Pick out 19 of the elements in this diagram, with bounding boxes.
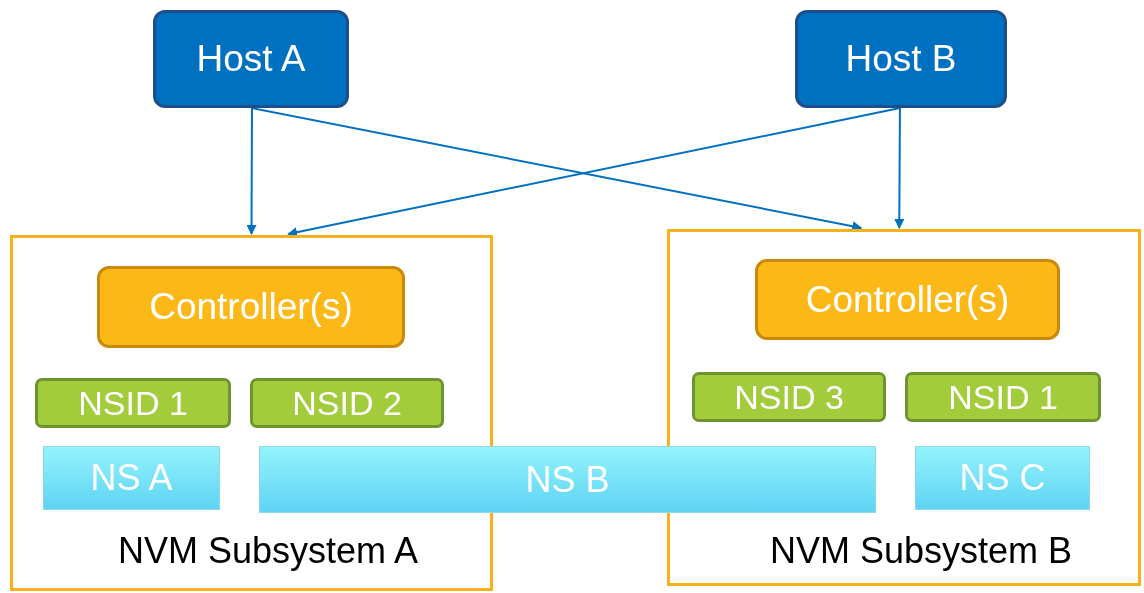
nsid-box: NSID 1 xyxy=(905,372,1101,422)
subsystem-label: NVM Subsystem B xyxy=(770,530,1073,572)
controller-box: Controller(s) xyxy=(97,266,405,348)
nsid-box: NSID 3 xyxy=(692,372,886,422)
nsid-box: NSID 2 xyxy=(250,378,444,428)
arrow xyxy=(894,107,905,229)
host-box: Host A xyxy=(153,10,349,108)
nsid-box: NSID 1 xyxy=(35,378,231,428)
namespace-bar: NS B xyxy=(259,446,876,513)
subsystem-frame xyxy=(667,229,1141,586)
subsystem-frame xyxy=(10,235,493,591)
controller-box: Controller(s) xyxy=(755,259,1060,340)
host-box: Host B xyxy=(795,10,1007,108)
arrow xyxy=(246,107,257,235)
namespace-bar: NS C xyxy=(915,446,1090,510)
arrow xyxy=(287,107,901,238)
arrow xyxy=(251,107,863,232)
subsystem-label: NVM Subsystem A xyxy=(118,530,419,572)
namespace-bar: NS A xyxy=(43,446,220,510)
